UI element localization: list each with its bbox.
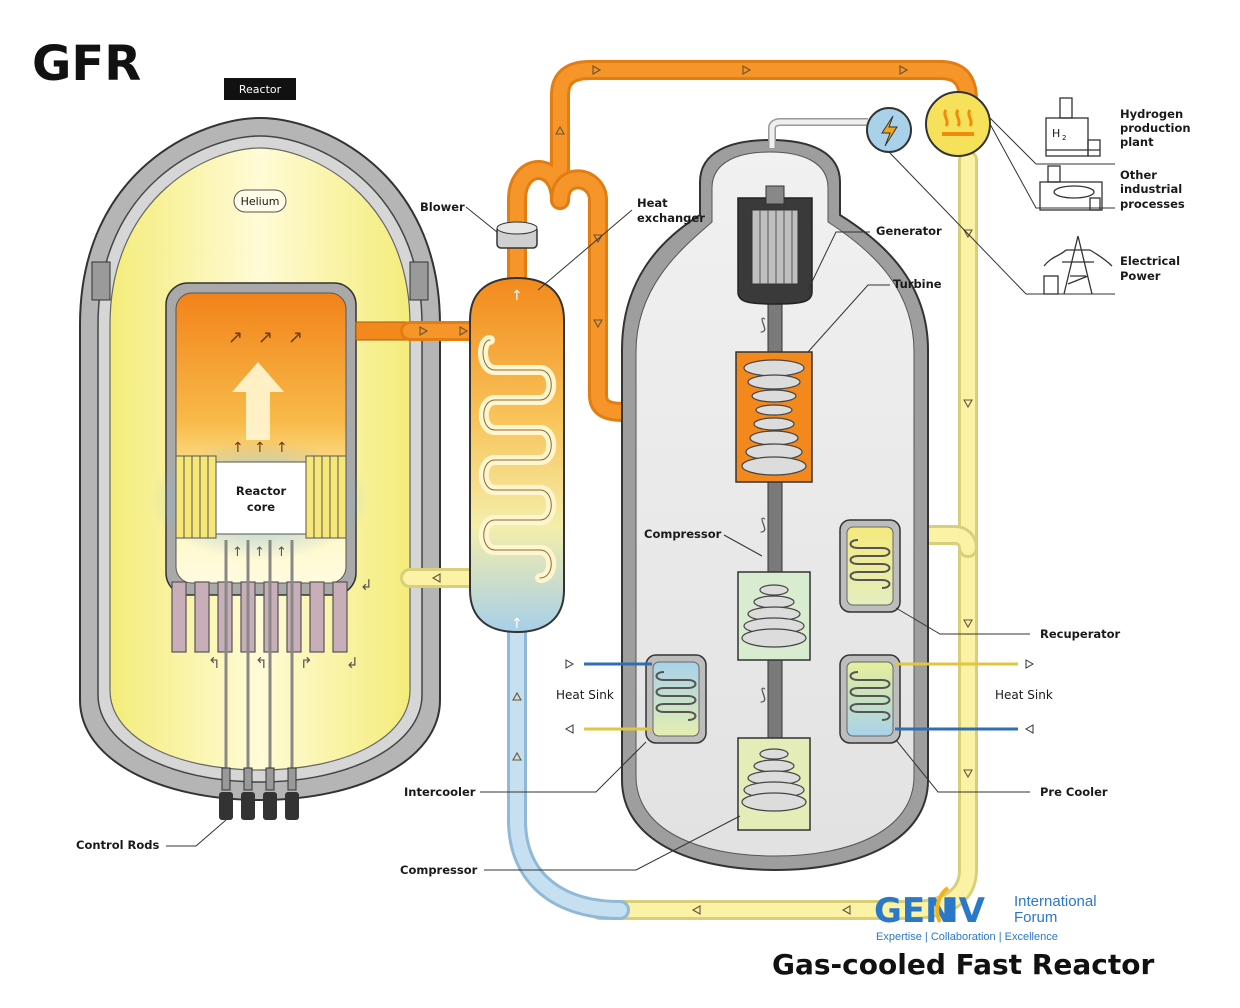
svg-text:2: 2 bbox=[1062, 134, 1066, 142]
page-title: GFR bbox=[32, 36, 141, 92]
logo-org-1: International bbox=[1014, 893, 1097, 910]
svg-text:↑: ↑ bbox=[232, 440, 244, 456]
page-subtitle: Gas-cooled Fast Reactor bbox=[772, 948, 1154, 981]
heat-exchanger-label: Heat bbox=[637, 196, 668, 210]
heat-sink-right-label: Heat Sink bbox=[995, 688, 1053, 702]
logo-tagline: Expertise | Collaboration | Excellence bbox=[876, 931, 1058, 943]
electrical-label: Electrical bbox=[1120, 254, 1180, 268]
gen-iv-logo: GEN IV International Forum Expertise | C… bbox=[874, 886, 1097, 943]
electrical-label-2: Power bbox=[1120, 269, 1161, 283]
svg-text:⟆: ⟆ bbox=[760, 515, 766, 534]
compressor-lower bbox=[737, 737, 811, 831]
recuperator-label: Recuperator bbox=[1040, 627, 1121, 641]
svg-text:↗: ↗ bbox=[258, 327, 273, 348]
recuperator bbox=[839, 519, 901, 613]
turbine bbox=[735, 351, 813, 483]
intercooler-label: Intercooler bbox=[404, 785, 476, 799]
hydrogen-label: Hydrogen bbox=[1120, 107, 1183, 121]
h2-label: H bbox=[1052, 127, 1060, 140]
fuel-assemblies bbox=[175, 455, 347, 539]
pre-cooler bbox=[839, 654, 901, 744]
svg-text:↲: ↲ bbox=[360, 577, 373, 594]
compressor-lower-label: Compressor bbox=[400, 863, 478, 877]
svg-text:↑: ↑ bbox=[511, 616, 523, 632]
heat-sink-lines bbox=[564, 659, 1035, 734]
blower-label: Blower bbox=[420, 200, 465, 214]
industrial-label-3: processes bbox=[1120, 197, 1185, 211]
flow-arrows bbox=[419, 65, 973, 915]
control-rod-array bbox=[171, 540, 348, 770]
intercooler bbox=[645, 654, 707, 744]
reactor-core-label-2: core bbox=[247, 500, 275, 514]
logo-org-2: Forum bbox=[1014, 909, 1057, 926]
power-tower-icon bbox=[1043, 235, 1113, 295]
generator bbox=[737, 185, 813, 305]
factory-icon bbox=[1039, 165, 1103, 211]
industrial-label: Other bbox=[1120, 168, 1157, 182]
svg-text:↰: ↰ bbox=[208, 655, 221, 672]
hydrogen-plant-icon bbox=[1045, 97, 1101, 157]
reactor-core-label: Reactor bbox=[236, 484, 287, 498]
svg-text:↑: ↑ bbox=[254, 440, 266, 456]
reactor-vessel: ↗ ↗ ↗ Reactor core ↑ ↑ ↑ ↑ ↑ ↑ bbox=[79, 116, 441, 802]
blower bbox=[496, 221, 538, 249]
hydrogen-label-2: production bbox=[1120, 121, 1191, 135]
pre-cooler-label: Pre Cooler bbox=[1040, 785, 1108, 799]
heat-exchanger-label-2: exchanger bbox=[637, 211, 705, 225]
compressor-upper-label: Compressor bbox=[644, 527, 722, 541]
svg-text:⟆: ⟆ bbox=[760, 315, 766, 334]
svg-text:↑: ↑ bbox=[232, 545, 243, 560]
heat-exchanger: ↑ ↑ bbox=[469, 276, 565, 634]
helium-badge bbox=[233, 189, 287, 213]
heat-sink-left-label: Heat Sink bbox=[556, 688, 614, 702]
svg-text:↑: ↑ bbox=[276, 440, 288, 456]
svg-text:↑: ↑ bbox=[511, 288, 523, 304]
svg-text:↰: ↰ bbox=[255, 655, 268, 672]
helium-label: Helium bbox=[241, 195, 280, 208]
turbine-label: Turbine bbox=[893, 277, 942, 291]
svg-text:↑: ↑ bbox=[254, 545, 265, 560]
industrial-label-2: industrial bbox=[1120, 182, 1182, 196]
logo-iv: IV bbox=[946, 891, 986, 931]
lightning-icon bbox=[866, 107, 912, 153]
reactor-tag bbox=[224, 78, 296, 100]
generator-label: Generator bbox=[876, 224, 942, 238]
compressor-upper bbox=[737, 571, 811, 661]
reactor-core bbox=[215, 461, 307, 535]
heat-icon bbox=[925, 91, 991, 157]
svg-text:⟆: ⟆ bbox=[760, 685, 766, 704]
control-rod-drives bbox=[219, 767, 299, 820]
reactor-tag-label: Reactor bbox=[239, 83, 282, 96]
svg-text:↗: ↗ bbox=[228, 327, 243, 348]
svg-text:↲: ↲ bbox=[346, 655, 359, 672]
control-rods-label: Control Rods bbox=[76, 838, 160, 852]
hydrogen-label-3: plant bbox=[1120, 135, 1154, 149]
svg-text:↑: ↑ bbox=[276, 545, 287, 560]
svg-text:↗: ↗ bbox=[288, 327, 303, 348]
svg-text:↱: ↱ bbox=[300, 655, 313, 672]
